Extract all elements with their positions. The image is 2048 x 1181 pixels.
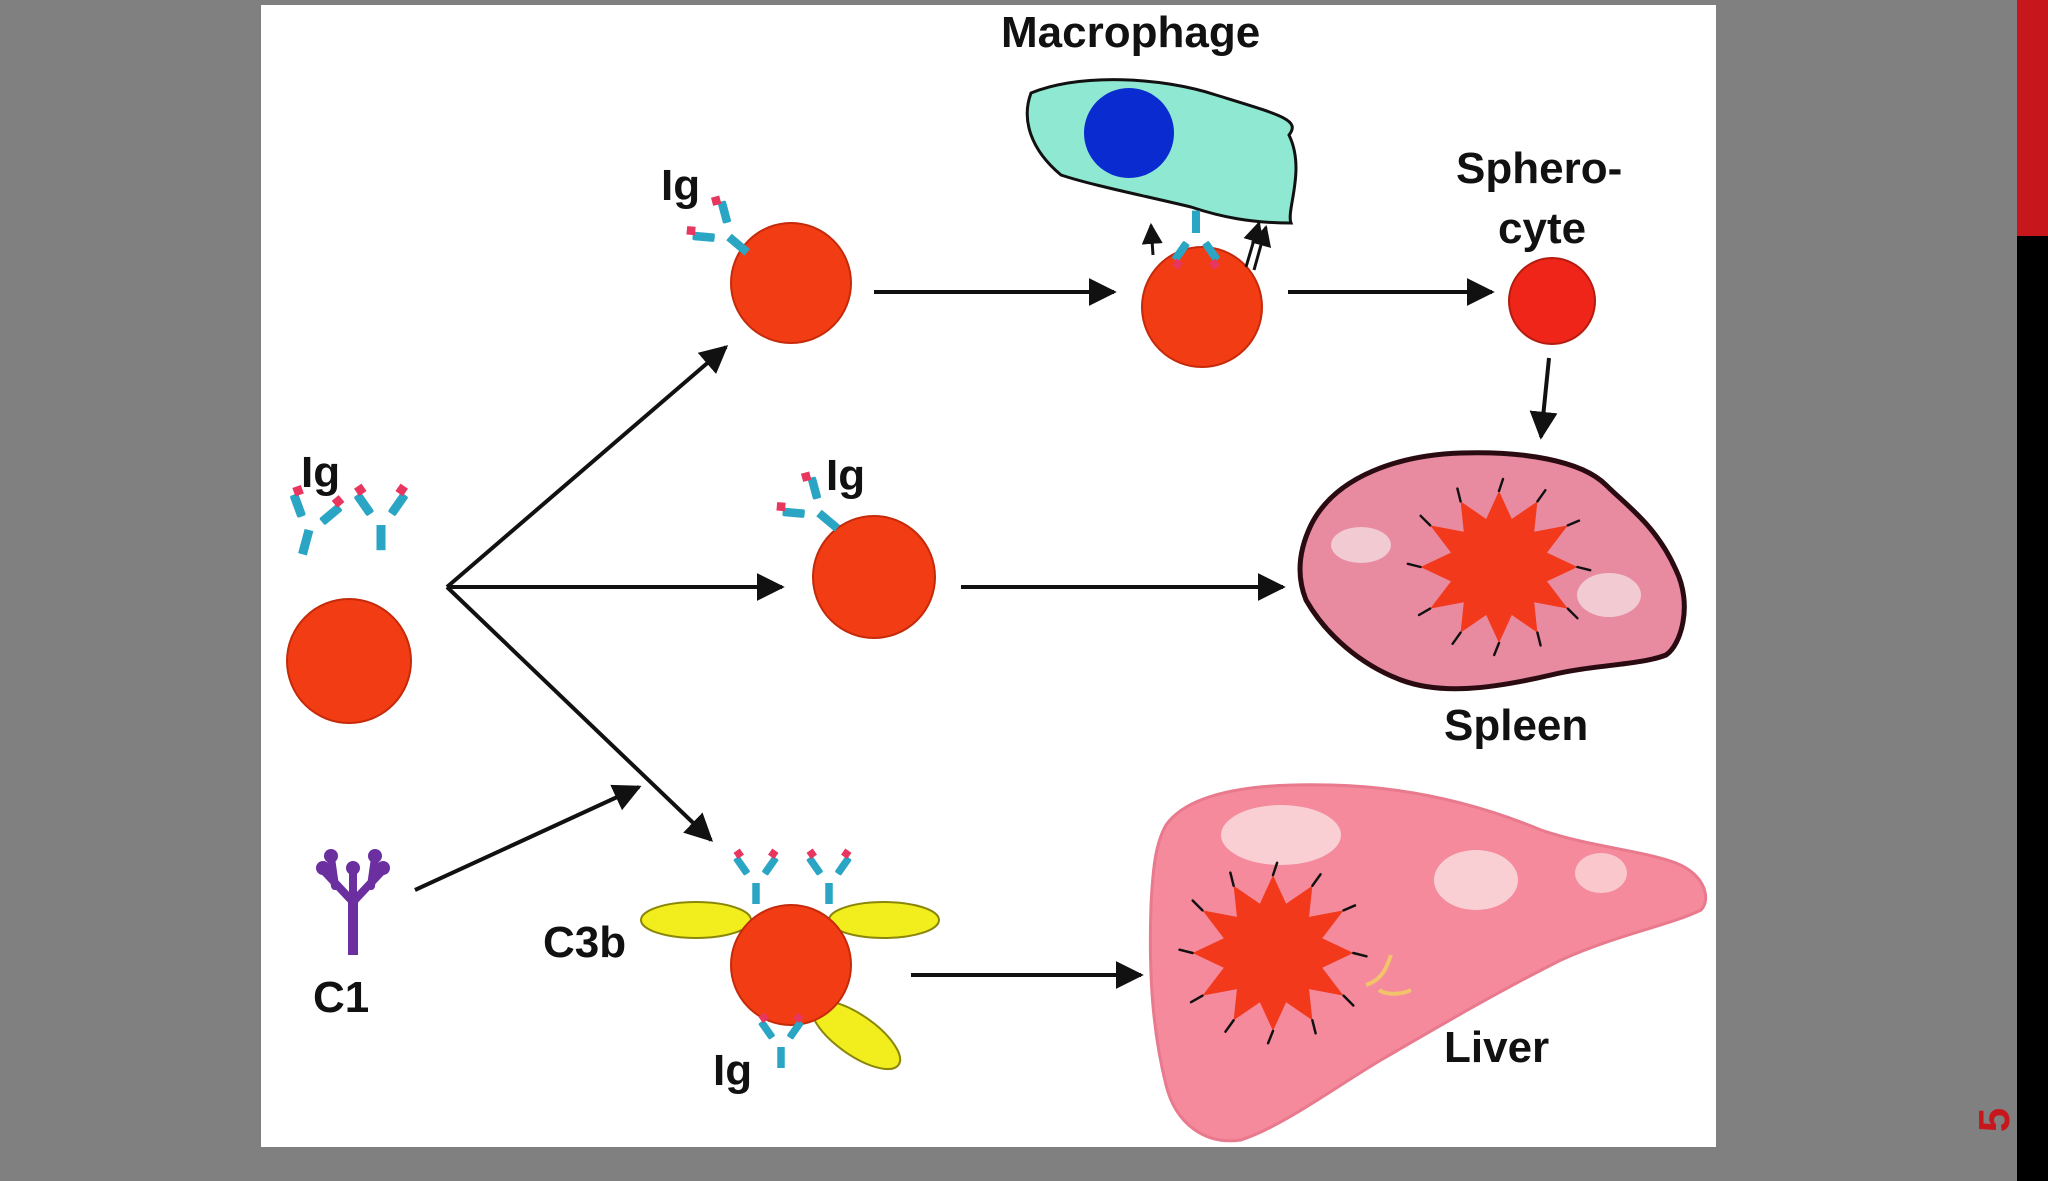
label-c1: C1 <box>313 973 369 1022</box>
hemolysis-diagram: Ig C1 Ig Macrophage <box>275 8 1708 1143</box>
bottom-c3b-coated-cell <box>730 904 852 1026</box>
label-liver: Liver <box>1444 1023 1549 1072</box>
slide-number: 5 <box>1970 1107 2019 1133</box>
antibody-icon <box>733 848 779 904</box>
label-spherocyte-line2: cyte <box>1498 204 1586 253</box>
label-c3b: C3b <box>543 918 626 967</box>
arrow-to-top-cell <box>445 345 729 589</box>
c3b-fragment-right <box>828 901 940 939</box>
label-spleen: Spleen <box>1444 701 1588 750</box>
liver-organ <box>1148 783 1708 1143</box>
side-accent-bar-red <box>2017 0 2048 236</box>
label-spherocyte-line1: Sphero- <box>1456 144 1622 193</box>
cell-bound-to-macrophage <box>1141 246 1263 368</box>
arrow-to-bottom-cell <box>445 585 714 842</box>
label-ig-top: Ig <box>661 161 700 210</box>
label-macrophage: Macrophage <box>1001 8 1260 57</box>
arrow-from-c1 <box>414 784 642 892</box>
diagram-panel: Ig C1 Ig Macrophage <box>261 5 1716 1147</box>
free-antibody-icon <box>353 483 409 551</box>
top-ig-coated-cell <box>730 222 852 344</box>
c1-complement-icon <box>316 849 390 955</box>
label-ig-middle: Ig <box>826 451 865 500</box>
initial-red-blood-cell <box>286 598 412 724</box>
antibody-icon <box>806 848 852 904</box>
spherocyte-cell <box>1508 257 1596 345</box>
middle-ig-coated-cell <box>812 515 936 639</box>
pathway-arrows <box>414 278 1558 989</box>
label-ig-left: Ig <box>301 448 340 497</box>
macrophage-receptor-arrows <box>1141 220 1272 271</box>
macrophage-nucleus <box>1084 88 1174 178</box>
c3b-fragment-left <box>640 901 752 939</box>
label-ig-bottom: Ig <box>713 1046 752 1095</box>
arrow-spherocyte-to-spleen <box>1529 357 1558 440</box>
